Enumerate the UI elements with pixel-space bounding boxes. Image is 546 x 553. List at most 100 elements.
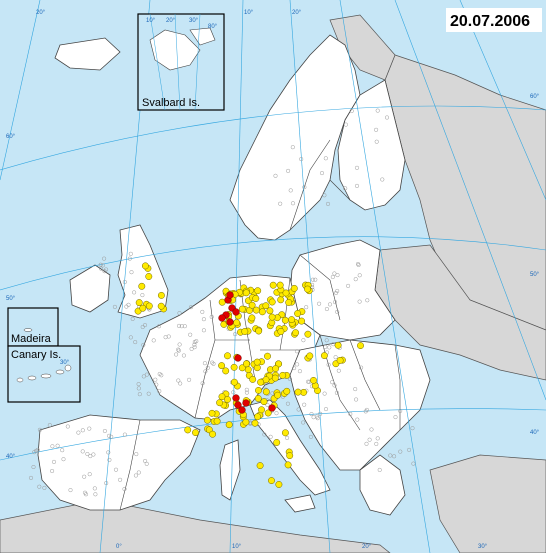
- station-information-threshold-marker: [192, 429, 199, 437]
- station-information-threshold-marker: [241, 328, 249, 335]
- station-no-exceedance-marker: [330, 274, 335, 280]
- station-no-exceedance-marker: [398, 408, 403, 413]
- station-information-threshold-marker: [271, 374, 279, 382]
- station-no-exceedance-marker: [50, 468, 55, 474]
- station-no-exceedance-marker: [355, 261, 361, 267]
- station-no-exceedance-marker: [68, 488, 73, 493]
- station-no-exceedance-marker: [353, 387, 358, 392]
- station-no-exceedance-marker: [112, 304, 117, 309]
- station-no-exceedance-marker: [166, 334, 171, 339]
- station-no-exceedance-marker: [335, 309, 340, 314]
- station-no-exceedance-marker: [113, 467, 119, 472]
- station-information-threshold-marker: [230, 363, 238, 371]
- station-no-exceedance-marker: [188, 305, 194, 310]
- lat-label: 60°: [530, 94, 540, 100]
- station-no-exceedance-marker: [285, 435, 290, 440]
- station-no-exceedance-marker: [88, 454, 93, 459]
- station-no-exceedance-marker: [262, 432, 267, 437]
- station-information-threshold-marker: [184, 426, 192, 434]
- station-no-exceedance-marker: [295, 362, 300, 367]
- station-information-threshold-marker: [320, 352, 328, 360]
- station-no-exceedance-marker: [102, 256, 107, 261]
- station-information-threshold-marker: [222, 367, 230, 375]
- station-no-exceedance-marker: [327, 345, 332, 350]
- station-no-exceedance-marker: [127, 256, 132, 261]
- station-information-threshold-marker: [208, 409, 216, 417]
- station-no-exceedance-marker: [374, 441, 379, 446]
- station-no-exceedance-marker: [83, 492, 89, 497]
- station-no-exceedance-marker: [192, 342, 197, 347]
- station-no-exceedance-marker: [55, 443, 60, 448]
- station-no-exceedance-marker: [100, 263, 105, 268]
- station-no-exceedance-marker: [133, 340, 138, 345]
- lat-label: 60°: [6, 134, 16, 140]
- station-information-threshold-marker: [306, 352, 314, 360]
- station-no-exceedance-marker: [32, 450, 37, 455]
- station-information-threshold-marker: [357, 342, 364, 350]
- station-no-exceedance-marker: [176, 378, 181, 383]
- station-information-threshold-marker: [290, 284, 298, 292]
- station-no-exceedance-marker: [287, 376, 293, 382]
- station-no-exceedance-marker: [87, 472, 92, 477]
- station-alert-threshold-marker: [234, 354, 242, 362]
- station-no-exceedance-marker: [91, 452, 96, 457]
- station-information-threshold-marker: [244, 366, 252, 374]
- lon-label: 30°: [478, 544, 488, 550]
- svalbard-inset: 10° 20° 30° 80° Svalbard Is.: [137, 13, 225, 111]
- station-no-exceedance-marker: [319, 171, 325, 176]
- station-information-threshold-marker: [256, 462, 264, 470]
- station-no-exceedance-marker: [51, 459, 57, 464]
- station-no-exceedance-marker: [326, 362, 331, 367]
- station-information-threshold-marker: [252, 295, 260, 302]
- station-no-exceedance-marker: [306, 379, 311, 384]
- station-no-exceedance-marker: [92, 486, 97, 491]
- station-information-threshold-marker: [233, 319, 241, 327]
- station-no-exceedance-marker: [336, 368, 341, 373]
- station-no-exceedance-marker: [176, 348, 181, 353]
- station-no-exceedance-marker: [296, 407, 301, 412]
- station-information-threshold-marker: [242, 418, 250, 426]
- station-no-exceedance-marker: [354, 165, 360, 170]
- station-no-exceedance-marker: [346, 283, 351, 288]
- station-information-threshold-marker: [264, 352, 271, 360]
- station-information-threshold-marker: [209, 430, 217, 438]
- svalbard-lon-label: 10°: [146, 18, 156, 24]
- station-information-threshold-marker: [141, 262, 149, 270]
- station-no-exceedance-marker: [209, 314, 214, 319]
- station-no-exceedance-marker: [93, 492, 98, 497]
- lon-label: 10°: [244, 10, 254, 16]
- station-no-exceedance-marker: [130, 316, 135, 321]
- station-no-exceedance-marker: [122, 279, 127, 285]
- station-information-threshold-marker: [249, 375, 257, 383]
- station-no-exceedance-marker: [332, 300, 338, 305]
- lon-label: 20°: [362, 544, 372, 550]
- station-information-threshold-marker: [262, 302, 270, 310]
- station-information-threshold-marker: [274, 391, 282, 399]
- station-no-exceedance-marker: [374, 139, 379, 144]
- station-information-threshold-marker: [218, 362, 226, 370]
- station-no-exceedance-marker: [107, 433, 112, 438]
- station-information-threshold-marker: [157, 291, 165, 299]
- station-information-threshold-marker: [264, 409, 272, 417]
- station-no-exceedance-marker: [122, 432, 127, 437]
- station-no-exceedance-marker: [377, 467, 382, 472]
- station-information-threshold-marker: [281, 316, 289, 324]
- station-no-exceedance-marker: [136, 382, 141, 387]
- station-information-threshold-marker: [282, 289, 290, 297]
- station-no-exceedance-marker: [343, 186, 348, 191]
- station-no-exceedance-marker: [122, 486, 127, 492]
- station-no-exceedance-marker: [393, 415, 398, 420]
- station-no-exceedance-marker: [335, 273, 340, 278]
- station-no-exceedance-marker: [301, 338, 306, 343]
- station-no-exceedance-marker: [310, 277, 315, 282]
- station-information-threshold-marker: [298, 317, 306, 325]
- station-no-exceedance-marker: [324, 306, 329, 312]
- stations-alert-threshold: [218, 291, 276, 414]
- station-no-exceedance-marker: [177, 342, 182, 347]
- station-information-threshold-marker: [277, 328, 285, 335]
- station-information-threshold-marker: [230, 378, 238, 386]
- madeira-label: Madeira: [11, 333, 52, 345]
- canary-label: Canary Is.: [11, 349, 61, 361]
- station-no-exceedance-marker: [143, 458, 148, 464]
- station-no-exceedance-marker: [297, 369, 302, 374]
